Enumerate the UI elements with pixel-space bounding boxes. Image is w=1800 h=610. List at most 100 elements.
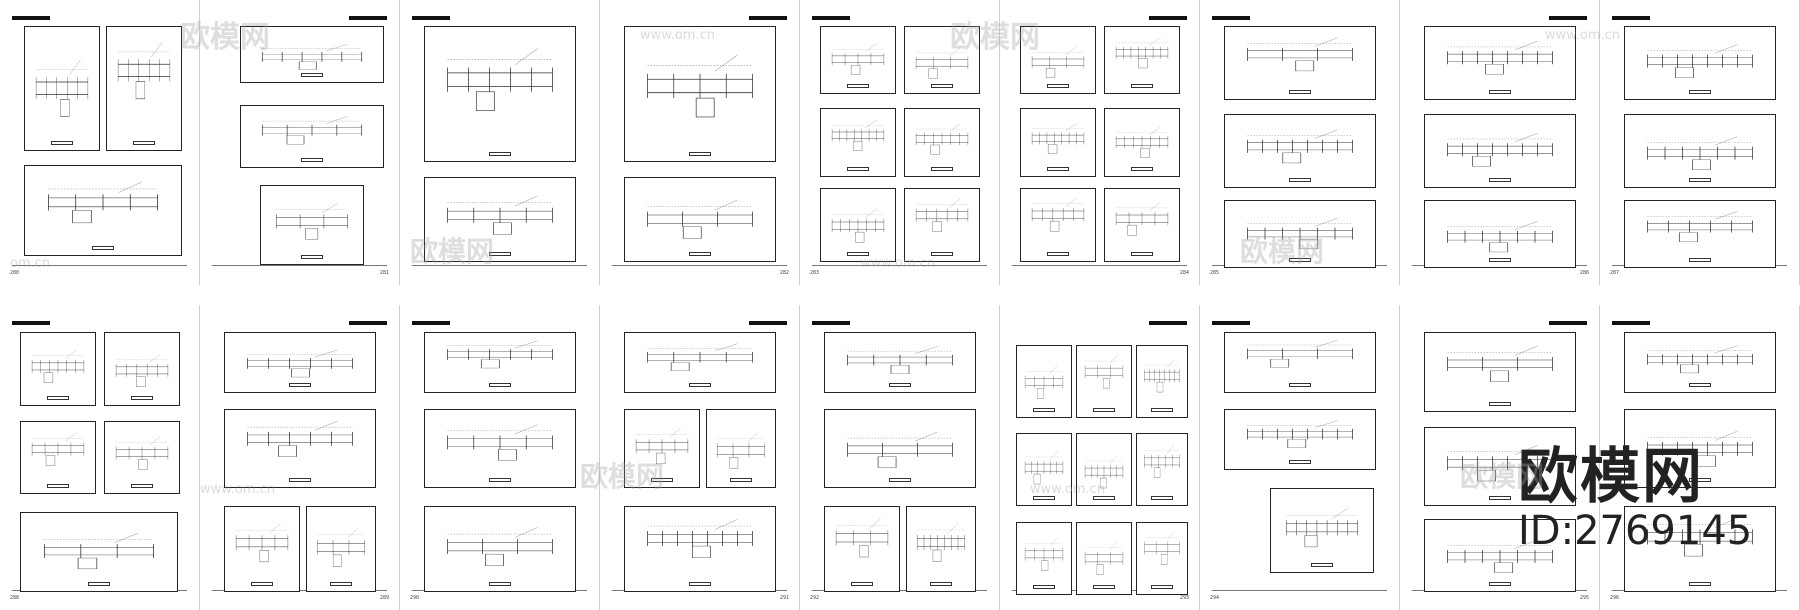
drawing-caption-box: [1289, 459, 1311, 464]
leader-line: [514, 195, 538, 206]
drawing-footing: [278, 445, 297, 457]
drawing-caption-box: [889, 477, 911, 482]
drawing-caption-box: [1131, 166, 1153, 171]
page-header-bar: [749, 321, 787, 325]
drawing-caption-box: [489, 152, 511, 157]
drawing-caption-box: [51, 141, 73, 146]
page-number: 291: [779, 595, 789, 601]
leader-line: [118, 182, 143, 193]
drawing-footing: [291, 369, 310, 378]
drawing-footing: [932, 550, 942, 563]
drawing-footing: [485, 554, 504, 567]
detail-drawing: [1647, 210, 1753, 242]
drawing-caption-box: [1289, 178, 1311, 183]
page-header-bar: [349, 16, 387, 20]
drawing-footing: [1270, 359, 1290, 368]
leader-line: [1514, 133, 1538, 142]
drawing-page: 292: [800, 305, 1000, 610]
drawing-footing: [259, 550, 269, 563]
drawing-footing: [1138, 58, 1148, 68]
drawing-panel: [1136, 433, 1188, 507]
drawing-caption-box: [47, 484, 69, 489]
page-header-bar: [749, 16, 787, 20]
drawing-caption-box: [1489, 401, 1511, 406]
detail-drawing: [31, 432, 85, 466]
detail-drawing: [1647, 430, 1753, 467]
drawing-caption-box: [133, 141, 155, 146]
leader-line: [947, 523, 959, 534]
drawing-caption-box: [931, 252, 953, 257]
leader-line: [1065, 198, 1077, 207]
leader-line: [714, 54, 738, 71]
drawing-panel: [906, 506, 976, 592]
detail-drawing: [1247, 420, 1353, 448]
drawing-caption-box: [489, 252, 511, 257]
drawing-footing: [1477, 469, 1496, 482]
drawing-footing: [480, 360, 500, 369]
drawing-caption-box: [1033, 496, 1055, 501]
drawing-footing: [1033, 473, 1041, 485]
leader-line: [1514, 220, 1538, 229]
drawing-panel: [624, 25, 776, 163]
detail-drawing: [647, 199, 753, 239]
drawing-panel: [20, 420, 96, 495]
drawing-footing: [670, 362, 690, 372]
drawing-footing: [852, 141, 863, 152]
drawing-panel: [1224, 408, 1376, 470]
detail-drawing: [1144, 358, 1180, 392]
drawing-footing: [1697, 455, 1716, 467]
page-number: 289: [379, 595, 389, 601]
detail-drawing: [847, 346, 953, 375]
detail-drawing: [915, 47, 969, 78]
drawing-footing: [1304, 535, 1318, 548]
drawing-panel: [706, 408, 776, 488]
drawing-footing: [138, 459, 148, 470]
leader-line: [1149, 37, 1161, 46]
leader-line: [1514, 346, 1538, 356]
drawing-panel: [820, 188, 896, 263]
drawing-caption-box: [689, 383, 711, 388]
brand-stamp: 欧模网: [1518, 442, 1704, 512]
drawing-panel: [1104, 25, 1180, 95]
drawing-caption-box: [1033, 584, 1055, 589]
drawing-panel: [224, 332, 376, 394]
page-number: 282: [779, 270, 789, 276]
drawing-panel: [20, 332, 96, 406]
detail-drawing: [847, 431, 953, 468]
drawing-footing: [298, 61, 317, 70]
leader-line: [1109, 541, 1118, 551]
page-number: 293: [1179, 595, 1189, 601]
detail-drawing: [447, 48, 553, 111]
detail-drawing: [1447, 220, 1553, 252]
drawing-caption-box: [1047, 84, 1069, 89]
detail-drawing: [917, 523, 965, 563]
drawing-caption-box: [1689, 477, 1711, 482]
drawing-panel: [24, 165, 182, 257]
drawing-panel: [1104, 188, 1180, 263]
leader-line: [65, 432, 77, 442]
drawing-panel: [104, 332, 180, 406]
leader-line: [1049, 451, 1058, 461]
leader-line: [1166, 358, 1175, 368]
drawing-panel: [1224, 25, 1376, 100]
detail-drawing: [1024, 365, 1064, 399]
drawing-footing: [1036, 387, 1044, 399]
detail-drawing: [317, 528, 365, 568]
detail-drawing: [117, 41, 171, 99]
drawing-caption-box: [1289, 89, 1311, 94]
drawing-panel: [240, 105, 384, 169]
drawing-footing: [136, 377, 146, 388]
leader-line: [1109, 354, 1118, 364]
detail-drawing: [31, 350, 85, 384]
drawing-panel: [624, 506, 776, 592]
drawing-panel: [820, 25, 896, 95]
drawing-caption-box: [1489, 257, 1511, 262]
leader-line: [1065, 46, 1077, 55]
leader-line: [1714, 346, 1738, 354]
leader-line: [869, 518, 881, 530]
detail-drawing: [48, 182, 158, 224]
drawing-panel: [1076, 521, 1132, 595]
page-footer-rule: [412, 265, 587, 266]
drawing-footing: [1494, 562, 1514, 573]
drawing-panel: [1424, 427, 1576, 507]
